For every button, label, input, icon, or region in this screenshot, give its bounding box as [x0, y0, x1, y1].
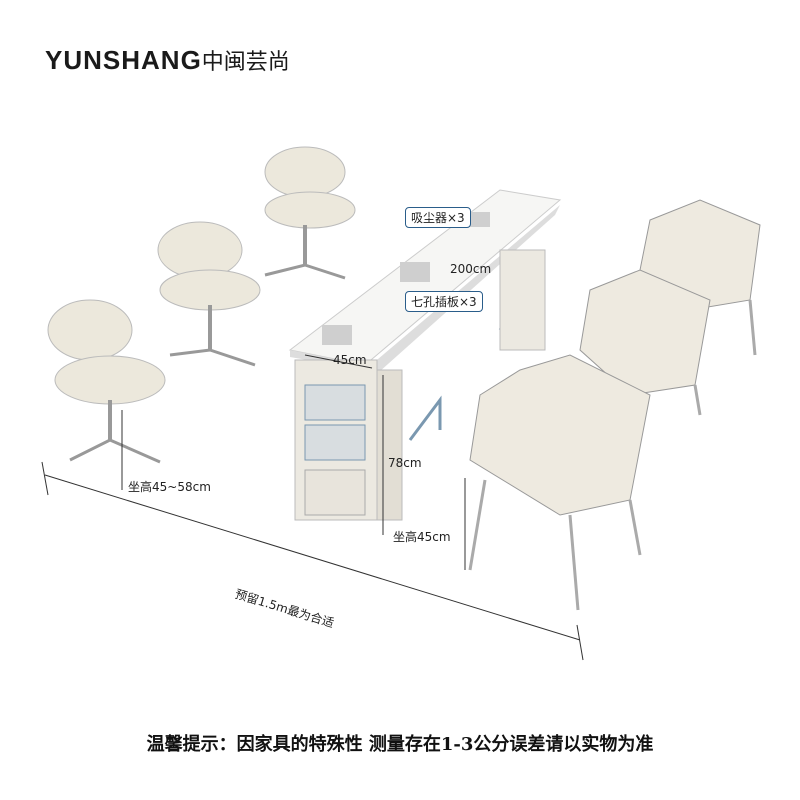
height-label: 78cm	[388, 456, 422, 470]
brand-logo: YUNSHANG中闽芸尚	[45, 45, 290, 75]
vacuum-label: 吸尘器×3	[405, 207, 471, 228]
spacing-dimension-line	[44, 474, 581, 641]
armchairs	[468, 199, 761, 611]
length-label: 200cm	[450, 262, 492, 276]
stool-seat-height-label: 坐高45~58cm	[128, 480, 211, 494]
chair-seat-height-label: 坐高45cm	[393, 530, 451, 544]
table-width-line	[304, 354, 373, 369]
socket-label: 七孔插板×3	[405, 291, 483, 312]
measurement-notice: 温馨提示：因家具的特殊性 测量存在1-3公分误差请以实物为准	[146, 734, 654, 755]
width-label: 45cm	[333, 353, 367, 367]
stools	[47, 146, 356, 464]
